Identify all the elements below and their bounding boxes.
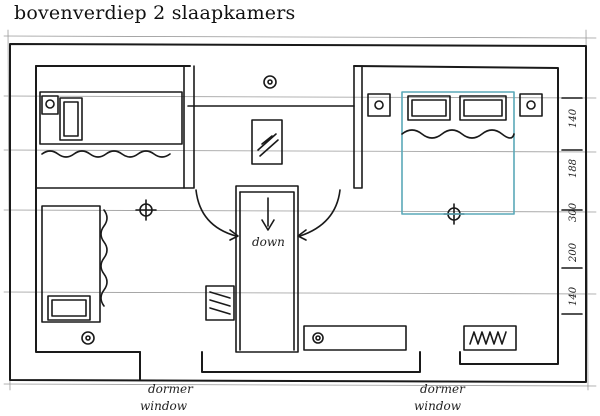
dimension-ticks xyxy=(561,97,583,315)
ceiling-light-icon xyxy=(263,75,277,89)
inner-walls xyxy=(35,65,363,189)
landing-skylight xyxy=(251,119,283,165)
stairwell xyxy=(235,185,299,353)
radiator xyxy=(463,325,517,351)
dormer-left-label: dormer xyxy=(148,382,194,396)
wardrobe xyxy=(205,285,235,321)
stairs-label: down xyxy=(252,235,285,249)
door-swing-left xyxy=(195,189,239,241)
door-swing-right xyxy=(297,189,341,241)
window-right-label: window xyxy=(414,399,462,413)
dimension-label-3: 300 xyxy=(568,202,579,222)
dimension-label-4: 200 xyxy=(568,242,579,263)
single-bed-top xyxy=(39,91,183,158)
single-bed-bottom xyxy=(41,205,108,345)
dimension-label-2: 188 xyxy=(568,159,579,178)
nightstand-right xyxy=(519,93,543,117)
dimension-label-5: 140 xyxy=(568,286,579,306)
double-bed xyxy=(401,91,515,215)
nightstand-left xyxy=(367,93,391,117)
dormer-right-label: dormer xyxy=(420,382,466,396)
low-cabinet xyxy=(303,325,407,351)
ceiling-light-left-icon xyxy=(135,199,157,221)
window-left-label: window xyxy=(140,399,188,413)
plan-title: bovenverdiep 2 slaapkamers xyxy=(14,2,296,24)
outer-walls xyxy=(9,43,587,383)
dimension-label-1: 140 xyxy=(568,108,579,128)
